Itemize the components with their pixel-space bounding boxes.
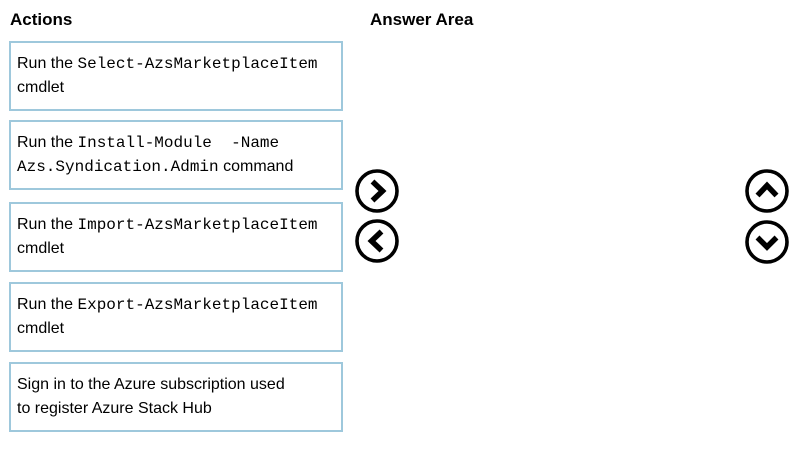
action-item-line: Azs.Syndication.Admin command bbox=[17, 155, 338, 179]
code-text: Select-AzsMarketplaceItem bbox=[77, 55, 318, 73]
move-left-button[interactable] bbox=[354, 218, 400, 264]
action-item-line: cmdlet bbox=[17, 76, 338, 100]
move-up-button[interactable] bbox=[744, 168, 790, 214]
move-down-button[interactable] bbox=[744, 219, 790, 265]
action-item-line: Run the Select-AzsMarketplaceItem bbox=[17, 52, 338, 76]
chevron-left-icon bbox=[355, 219, 399, 263]
action-text: Sign in to the Azure subscription used bbox=[17, 376, 285, 393]
actions-column-title: Actions bbox=[10, 10, 73, 29]
action-text: Run the bbox=[17, 296, 78, 313]
action-text: Run the bbox=[17, 216, 78, 233]
action-text: command bbox=[218, 158, 294, 175]
action-text: cmdlet bbox=[17, 240, 65, 257]
chevron-down-icon bbox=[745, 220, 789, 264]
chevron-up-icon bbox=[745, 169, 789, 213]
action-item-line: Run the Install-Module -Name bbox=[17, 131, 338, 155]
move-right-button[interactable] bbox=[354, 168, 400, 214]
answer-area-dropzone[interactable] bbox=[365, 40, 730, 440]
action-item-line: cmdlet bbox=[17, 237, 338, 261]
code-text: Azs.Syndication.Admin bbox=[17, 158, 219, 176]
code-text: Install-Module -Name bbox=[77, 134, 280, 152]
action-text: cmdlet bbox=[17, 79, 65, 96]
action-item[interactable]: Run the Import-AzsMarketplaceItem cmdlet bbox=[9, 202, 343, 272]
action-item-line: Run the Export-AzsMarketplaceItem bbox=[17, 293, 338, 317]
code-text: Export-AzsMarketplaceItem bbox=[77, 296, 318, 314]
code-text: Import-AzsMarketplaceItem bbox=[77, 216, 318, 234]
action-item[interactable]: Run the Select-AzsMarketplaceItem cmdlet bbox=[9, 41, 343, 111]
action-item-line: Sign in to the Azure subscription used bbox=[17, 373, 338, 397]
action-text: cmdlet bbox=[17, 320, 65, 337]
action-item-line: Run the Import-AzsMarketplaceItem bbox=[17, 213, 338, 237]
action-item-line: cmdlet bbox=[17, 317, 338, 341]
action-item-line: to register Azure Stack Hub bbox=[17, 397, 338, 421]
action-text: to register Azure Stack Hub bbox=[17, 400, 212, 417]
action-item[interactable]: Run the Export-AzsMarketplaceItem cmdlet bbox=[9, 282, 343, 352]
action-text: Run the bbox=[17, 55, 78, 72]
action-text: Run the bbox=[17, 134, 78, 151]
answer-area-title: Answer Area bbox=[370, 10, 474, 29]
chevron-right-icon bbox=[355, 169, 399, 213]
action-item[interactable]: Sign in to the Azure subscription used to… bbox=[9, 362, 343, 432]
